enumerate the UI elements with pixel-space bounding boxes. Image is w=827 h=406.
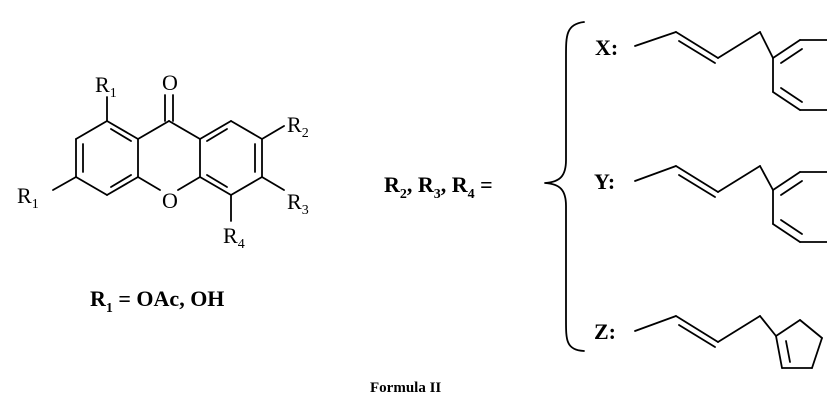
r2-label: R2	[287, 112, 309, 141]
figure-caption: Formula II	[370, 380, 441, 396]
r3-label: R3	[287, 189, 309, 218]
substituent-y: Y:	[594, 165, 827, 243]
r1-definition: R1 = OAc, OH	[90, 286, 224, 316]
curly-brace	[544, 21, 585, 352]
r1-left-label: R1	[17, 183, 39, 212]
r4-label: R4	[223, 223, 245, 252]
substituent-x-label: X:	[595, 35, 618, 60]
substituent-y-label: Y:	[594, 169, 615, 194]
substituent-z: Z:	[594, 315, 823, 369]
substituent-x: X:	[595, 31, 827, 111]
ring-oxygen: O	[162, 188, 178, 213]
substituent-z-label: Z:	[594, 319, 616, 344]
r1-top-label: R1	[95, 72, 117, 101]
carbonyl-oxygen: O	[162, 70, 178, 95]
r-group-label: R2, R3, R4 =	[384, 172, 493, 202]
xanthone-core-bonds	[52, 94, 285, 222]
